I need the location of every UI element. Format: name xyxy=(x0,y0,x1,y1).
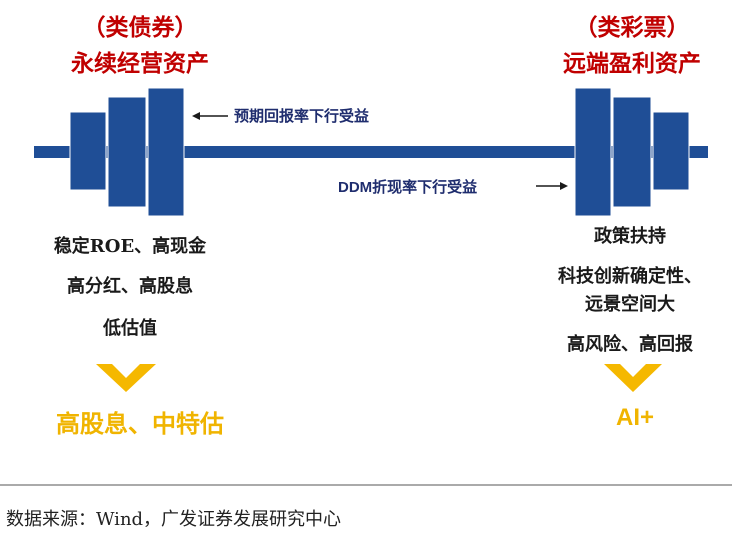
left-arrow-icon xyxy=(192,112,228,120)
source-note: 数据来源：Wind，广发证券发展研究中心 xyxy=(6,509,342,530)
left-attr-1: 稳定ROE、高现金 xyxy=(53,236,207,257)
right-title-type: （类彩票） xyxy=(574,14,690,41)
left-attr-2: 高分红、高股息 xyxy=(67,276,193,297)
right-attr-2: 科技创新确定性、 xyxy=(558,266,702,287)
right-attr-3: 远景空间大 xyxy=(585,294,675,315)
right-arrow-icon xyxy=(536,182,568,190)
left-plate-medium xyxy=(107,96,147,208)
left-plate-small xyxy=(69,111,107,191)
right-title-asset: 远端盈利资产 xyxy=(563,50,701,77)
left-chevron-icon xyxy=(96,364,156,392)
left-plate-large xyxy=(147,87,185,217)
left-result: 高股息、中特估 xyxy=(56,409,224,438)
left-title-asset: 永续经营资产 xyxy=(71,50,209,77)
right-chevron-icon xyxy=(604,364,662,392)
left-title-type: （类债券） xyxy=(82,14,198,41)
right-attr-1: 政策扶持 xyxy=(594,226,666,247)
barbell-bar xyxy=(34,146,708,158)
right-plate-medium xyxy=(612,96,652,208)
bottom-arrow-label: DDM折现率下行受益 xyxy=(338,179,478,196)
right-plate-small xyxy=(652,111,690,191)
top-arrow-label: 预期回报率下行受益 xyxy=(234,108,370,125)
left-attr-3: 低估值 xyxy=(103,318,157,339)
right-result: AI+ xyxy=(615,404,654,431)
right-attr-4: 高风险、高回报 xyxy=(567,334,693,355)
right-plate-large xyxy=(574,87,612,217)
